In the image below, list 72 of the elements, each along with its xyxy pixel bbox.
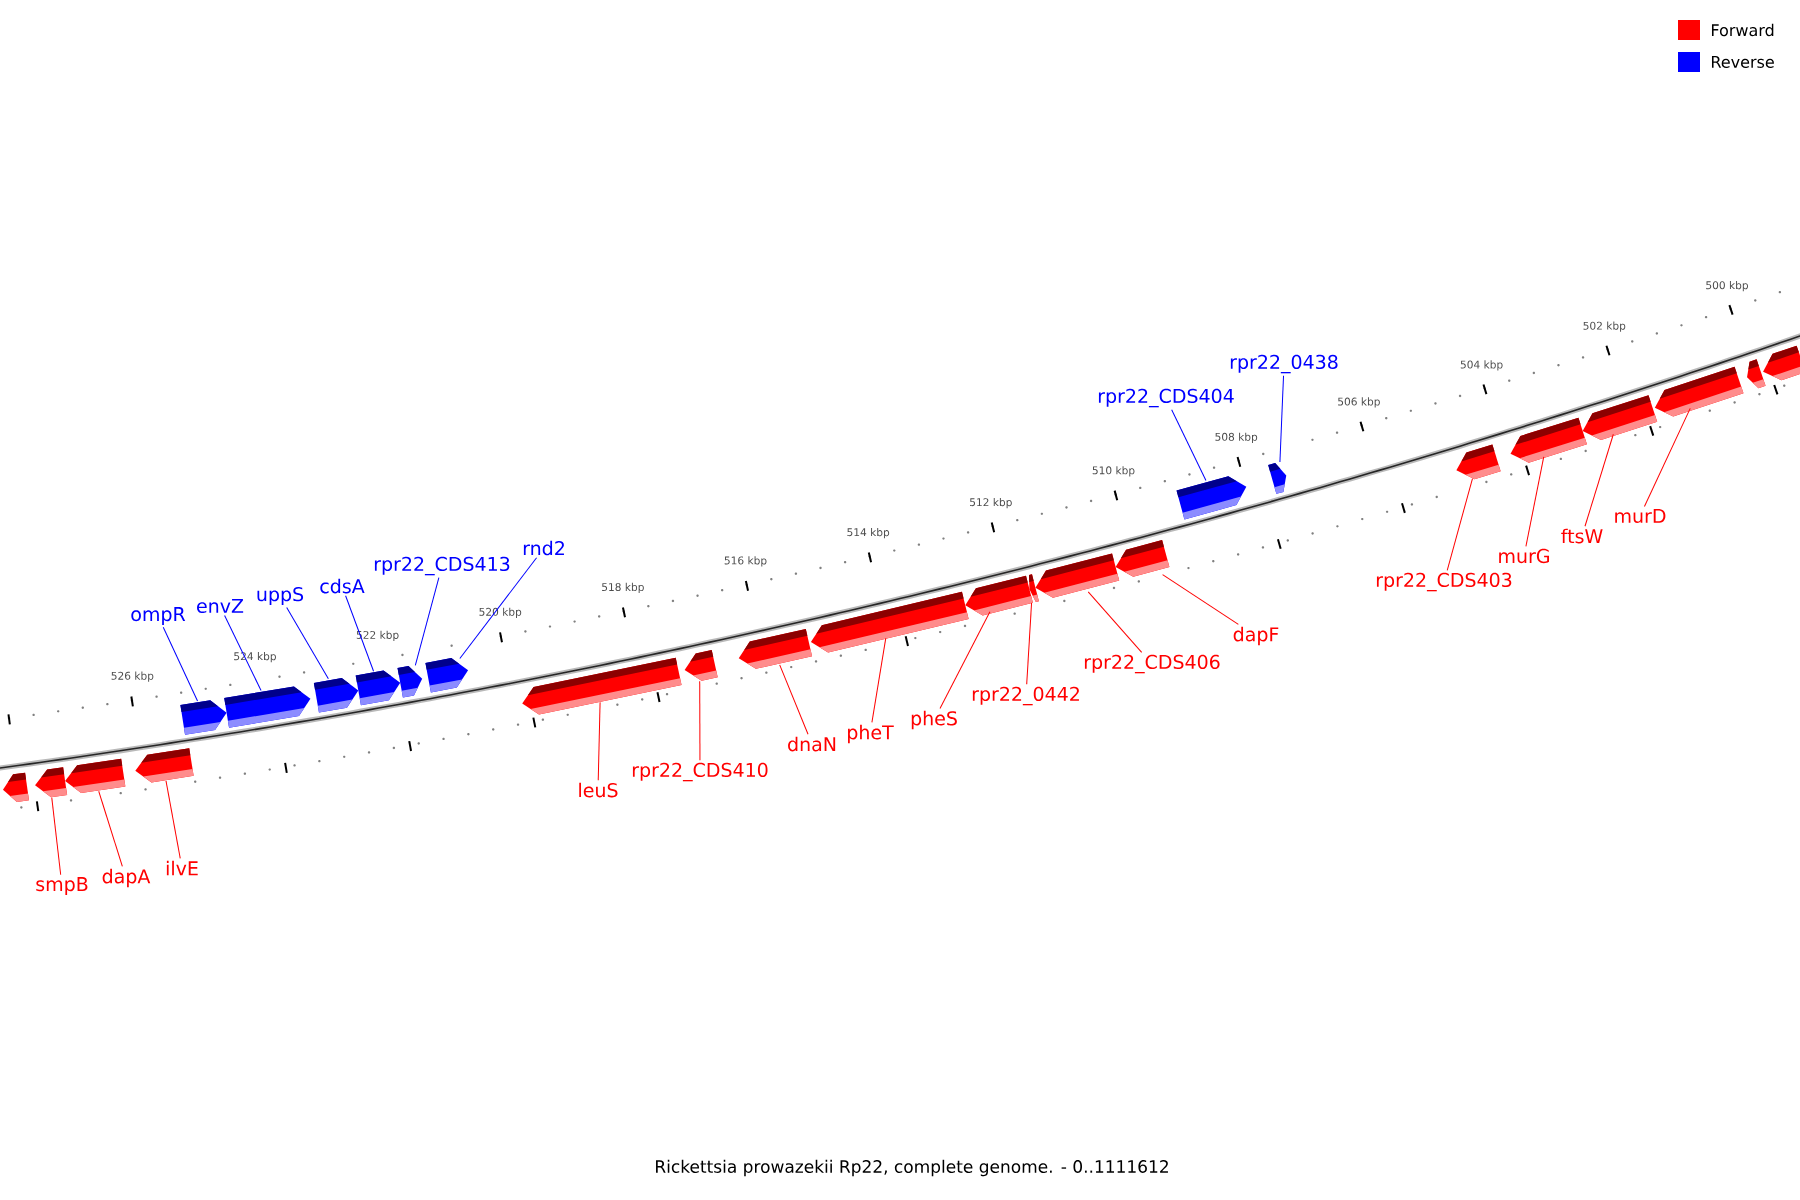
gene-label: envZ [197, 598, 244, 614]
leader-line [224, 614, 262, 691]
gene-label: rpr22_CDS406 [1084, 654, 1220, 674]
gene-bar [810, 591, 969, 653]
leader-line [939, 611, 991, 709]
leader-line [459, 557, 538, 660]
gene-bar [355, 670, 401, 706]
gene-bar [35, 767, 68, 798]
gene-label: smpB [36, 877, 88, 895]
gene-bar [965, 575, 1033, 616]
leader-line [871, 637, 887, 723]
gene-label: pheS [911, 710, 957, 730]
gene-label: rpr22_0442 [972, 686, 1079, 706]
gene-label: rpr22_CDS410 [632, 762, 768, 782]
leader-line [1643, 407, 1691, 508]
gene-label: murG [1499, 548, 1549, 564]
leader-line [1584, 433, 1614, 527]
leader-line [1446, 478, 1473, 571]
gene-label: ftsW [1561, 528, 1603, 544]
gene-bar [1029, 574, 1039, 603]
leader-line [597, 701, 601, 781]
gene-label: rpr22_CDS413 [374, 556, 510, 576]
gene-label: dnaN [788, 736, 836, 752]
gene-bar [1035, 553, 1120, 598]
leader-line [51, 797, 62, 876]
leader-line [286, 606, 329, 680]
gene-label: murD [1615, 508, 1666, 524]
gene-bar [1268, 463, 1287, 494]
gene-label: rnd2 [523, 540, 564, 556]
gene-label: dapF [1233, 626, 1279, 646]
gene-bar [1456, 444, 1501, 480]
legend-label: Reverse [1712, 56, 1774, 68]
gene-label: leuS [579, 782, 618, 798]
gene-label: pheT [848, 724, 894, 744]
leader-line [1026, 602, 1033, 685]
gene-bar [1747, 359, 1766, 389]
gene-bar [135, 748, 194, 783]
leader-line [98, 790, 123, 867]
gene-label: dapA [102, 868, 151, 888]
leader-line [162, 626, 199, 702]
gene-label: ilvE [166, 860, 198, 876]
leader-line [779, 664, 809, 735]
leader-line [1087, 591, 1143, 653]
gene-bar [425, 658, 469, 693]
leader-line [1525, 456, 1545, 547]
gene-bar [1582, 395, 1658, 440]
gene-bar [1176, 476, 1247, 520]
gene-label: uppS [257, 586, 304, 606]
gene-bar [1654, 366, 1744, 417]
leader-line [699, 680, 701, 761]
gene-bar [522, 657, 682, 715]
gene-bar [684, 649, 718, 681]
gene-label: ompR [131, 607, 186, 625]
gene-label: rpr22_0438 [1230, 354, 1338, 374]
gene-label: rpr22_CDS404 [1098, 388, 1234, 408]
leader-line [414, 577, 440, 666]
leader-line [345, 595, 375, 672]
gene-bar [1115, 540, 1170, 577]
leader-line [1171, 409, 1207, 482]
gene-bar [738, 628, 813, 669]
gene-label: rpr22_CDS403 [1376, 572, 1512, 592]
leader-line [1162, 574, 1239, 625]
gene-bar [1510, 417, 1587, 463]
gene-bar [3, 772, 29, 803]
gene-bar [397, 666, 423, 698]
gene-label: cdsA [320, 578, 365, 594]
gene-bar [313, 678, 359, 713]
gene-bar [180, 700, 227, 735]
caption: Rickettsia prowazekii Rp22, complete genome. - 0..1111612 [656, 1159, 1168, 1177]
leader-line [1279, 375, 1285, 463]
legend-label: Forward [1712, 23, 1774, 37]
leader-line [165, 780, 181, 859]
